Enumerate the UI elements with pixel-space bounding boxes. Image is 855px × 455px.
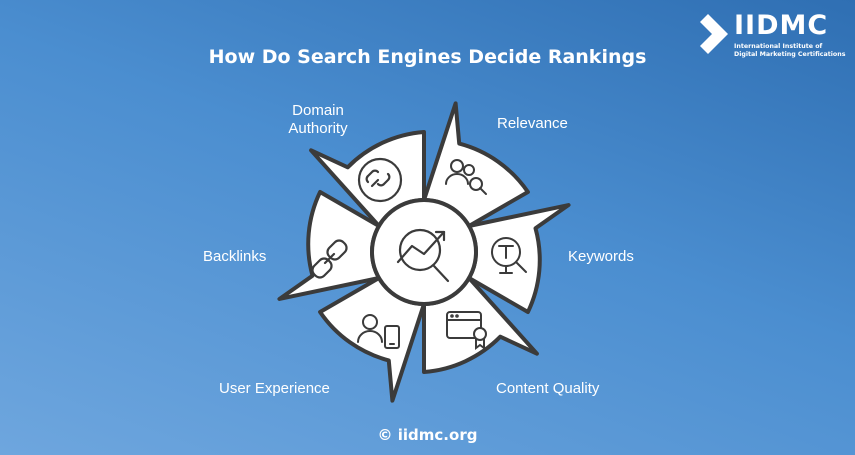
- iidmc-logo: IIDMC International Institute of Digital…: [700, 10, 850, 60]
- logo-mark-icon: [700, 14, 728, 54]
- chain-link-icon: [311, 239, 348, 279]
- logo-brand: IIDMC: [734, 10, 829, 41]
- label-user-experience: User Experience: [219, 380, 330, 397]
- text-search-icon: [491, 237, 527, 274]
- footer-copyright: © iidmc.org: [377, 426, 478, 444]
- certificate-browser-icon: [446, 311, 487, 350]
- growth-chart-magnifier-icon: [396, 228, 450, 283]
- label-domain-line2: Authority: [288, 120, 348, 137]
- label-content-quality: Content Quality: [496, 380, 600, 397]
- label-domain-authority: Domain Authority: [268, 102, 368, 138]
- logo-subtitle-line1: International Institute of: [734, 43, 823, 50]
- logo-subtitle: International Institute of Digital Marke…: [734, 43, 849, 59]
- label-domain-line1: Domain: [292, 102, 344, 119]
- label-keywords: Keywords: [568, 248, 634, 265]
- users-search-icon: [445, 159, 487, 195]
- center-circle: [370, 198, 478, 306]
- label-backlinks: Backlinks: [203, 248, 267, 265]
- user-mobile-icon: [357, 314, 400, 349]
- logo-subtitle-line2: Digital Marketing Certifications: [734, 51, 846, 58]
- label-relevance: Relevance: [497, 115, 568, 132]
- page-title: How Do Search Engines Decide Rankings: [208, 46, 647, 68]
- link-circle-icon: [357, 157, 403, 203]
